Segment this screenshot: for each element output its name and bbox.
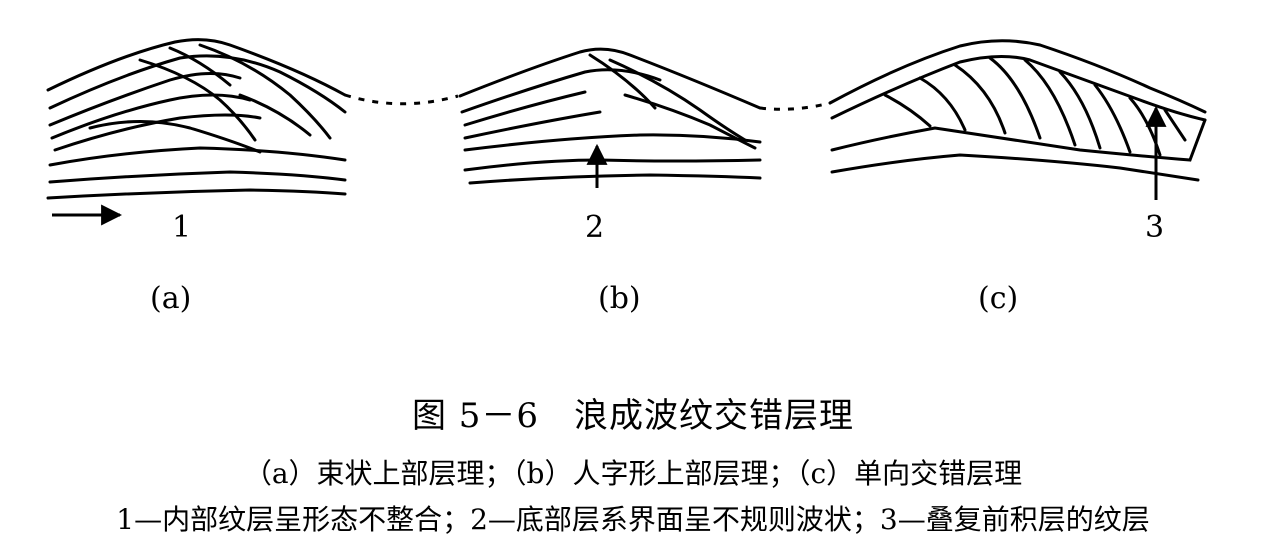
panel-label-a: (a): [150, 281, 191, 316]
panel-label-c: (c): [978, 281, 1018, 316]
cross-bedding-figure: 1 (a) 2 (b) 3 (c): [46, 38, 1207, 316]
panel-c-diagram: [828, 39, 1207, 182]
figure-legend: 1—内部纹层呈形态不整合；2—底部层系界面呈不规则波状；3—叠复前积层的纹层: [116, 503, 1150, 536]
dotted-connector-bc: [759, 101, 831, 111]
dotted-connector-ab: [344, 93, 459, 106]
callout-number-1: 1: [172, 210, 191, 245]
panel-a-diagram: [46, 38, 347, 200]
panel-label-b: (b): [598, 281, 641, 316]
callout-number-3: 3: [1145, 210, 1164, 245]
panel-b-diagram: [458, 47, 762, 185]
figure-title: 图 5－6 浪成波纹交错层理: [411, 396, 855, 436]
figure-subtitle: （a）束状上部层理；（b）人字形上部层理；（c）单向交错层理: [243, 457, 1023, 490]
callout-number-2: 2: [585, 210, 604, 245]
